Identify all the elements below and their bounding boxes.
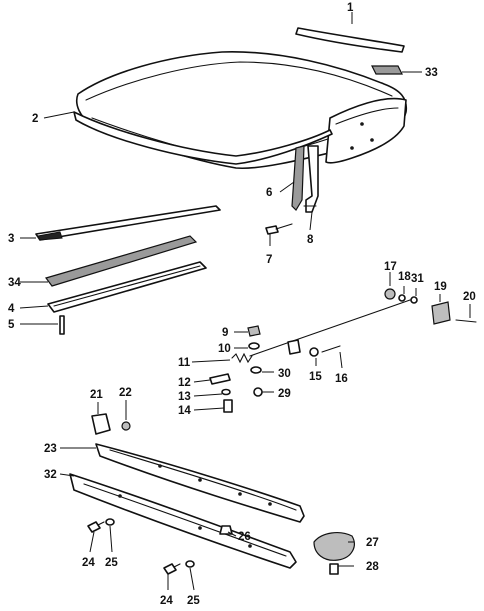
linkage-rod — [249, 299, 411, 357]
part-11-spring — [231, 352, 253, 364]
callout-12: 12 — [178, 377, 191, 389]
part-15-bushing — [309, 347, 319, 357]
callout-7: 7 — [266, 254, 272, 266]
part-22-cap — [121, 421, 131, 431]
part-20-screw — [455, 319, 477, 323]
callout-31: 31 — [411, 273, 424, 285]
part-21-guide-block — [91, 413, 111, 435]
callout-29: 29 — [278, 388, 291, 400]
callout-20: 20 — [463, 291, 476, 303]
callout-10: 10 — [218, 343, 231, 355]
part-24-screw-lower — [163, 563, 181, 575]
callout-1: 1 — [347, 2, 354, 14]
part-4-rail — [47, 261, 207, 313]
part-18-washer — [398, 294, 406, 302]
part-33-pad — [371, 65, 403, 75]
callout-26: 26 — [238, 531, 251, 543]
callout-16: 16 — [335, 373, 348, 385]
part-17-nut — [384, 288, 396, 300]
callout-17: 17 — [384, 261, 397, 273]
callout-2: 2 — [32, 113, 38, 125]
callout-13: 13 — [178, 391, 191, 403]
part-25-washer-lower — [185, 560, 195, 568]
part-28-screw — [329, 563, 339, 575]
part-19-hinge-block — [431, 301, 451, 325]
callout-19: 19 — [434, 281, 447, 293]
leader-lines — [19, 12, 471, 591]
part-30-washer — [250, 366, 262, 374]
part-16-screw — [321, 345, 341, 353]
callout-6: 6 — [266, 187, 272, 199]
callout-22: 22 — [119, 387, 132, 399]
callout-21: 21 — [90, 389, 103, 401]
part-10-washer — [248, 342, 260, 350]
part-7-screw — [265, 223, 293, 235]
callout-11: 11 — [178, 357, 191, 369]
callout-5: 5 — [8, 319, 15, 331]
part-29-nut — [253, 387, 263, 397]
part-23-lower-rail — [95, 443, 305, 523]
callout-4: 4 — [8, 303, 15, 315]
callout-23: 23 — [44, 443, 57, 455]
part-12-plate — [209, 373, 231, 385]
part-6-side-seal — [291, 145, 305, 211]
part-13-washer — [221, 388, 231, 396]
part-2-roof-panel — [73, 51, 408, 170]
callout-9: 9 — [222, 327, 228, 339]
callout-3: 3 — [8, 233, 14, 245]
part-25-washer-upper — [105, 518, 115, 526]
callout-34: 34 — [8, 277, 21, 289]
part-1-roof-strip — [295, 27, 405, 53]
callout-24-lower: 24 — [160, 595, 173, 607]
callout-18: 18 — [398, 271, 411, 283]
part-3-strip — [35, 205, 221, 241]
callout-15: 15 — [309, 371, 322, 383]
callout-33: 33 — [425, 67, 438, 79]
part-31-washer — [410, 296, 418, 304]
callout-14: 14 — [178, 405, 191, 417]
part-24-screw-upper — [87, 521, 105, 533]
part-5-pin — [59, 315, 65, 335]
callout-32: 32 — [44, 469, 57, 481]
callout-30: 30 — [278, 368, 291, 380]
part-9-bushing — [247, 325, 261, 337]
part-32-crossmember — [69, 473, 297, 569]
part-27-cover — [313, 532, 355, 561]
part-8-side-bracket — [303, 145, 319, 213]
part-34-stippled-strip — [45, 235, 198, 287]
callout-27: 27 — [366, 537, 379, 549]
callout-labels: 1 2 3 4 5 6 7 8 9 10 11 12 13 14 15 16 1… — [8, 2, 476, 607]
callout-8: 8 — [307, 234, 314, 246]
callout-24-upper: 24 — [82, 557, 95, 569]
callout-25-upper: 25 — [105, 557, 118, 569]
callout-28: 28 — [366, 561, 379, 573]
part-14-bolt — [223, 399, 233, 413]
callout-25-lower: 25 — [187, 595, 200, 607]
